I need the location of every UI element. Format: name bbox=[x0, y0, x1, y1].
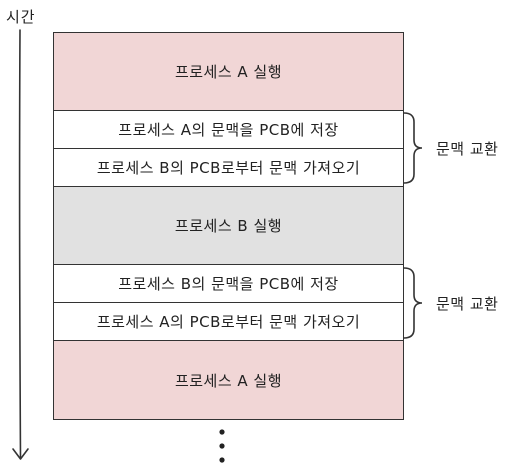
brace-icon bbox=[403, 112, 423, 184]
load-context-b-block: 프로세스 B의 PCB로부터 문맥 가져오기 bbox=[54, 149, 403, 187]
block-label: 프로세스 A의 PCB로부터 문맥 가져오기 bbox=[96, 313, 361, 331]
context-switch-brace-2: 문맥 교환 bbox=[402, 265, 508, 341]
brace-label: 문맥 교환 bbox=[436, 295, 499, 313]
brace-icon bbox=[403, 267, 423, 339]
process-timeline: 프로세스 A 실행 프로세스 A의 문맥을 PCB에 저장 프로세스 B의 PC… bbox=[53, 32, 404, 420]
context-switch-brace-1: 문맥 교환 bbox=[402, 110, 508, 186]
save-context-b-block: 프로세스 B의 문맥을 PCB에 저장 bbox=[54, 265, 403, 303]
block-label: 프로세스 B 실행 bbox=[174, 217, 283, 235]
block-label: 프로세스 A 실행 bbox=[174, 63, 283, 81]
block-label: 프로세스 B의 PCB로부터 문맥 가져오기 bbox=[96, 159, 361, 177]
time-arrow bbox=[12, 29, 29, 460]
block-label: 프로세스 A 실행 bbox=[174, 371, 283, 390]
block-label: 프로세스 B의 문맥을 PCB에 저장 bbox=[118, 275, 339, 293]
process-b-exec-block: 프로세스 B 실행 bbox=[54, 187, 403, 265]
ellipsis-icon bbox=[219, 429, 225, 463]
process-a-exec-block: 프로세스 A 실행 bbox=[54, 33, 403, 111]
block-label: 프로세스 A의 문맥을 PCB에 저장 bbox=[118, 121, 339, 139]
save-context-a-block: 프로세스 A의 문맥을 PCB에 저장 bbox=[54, 111, 403, 149]
process-a-exec-block: 프로세스 A 실행 bbox=[54, 341, 403, 419]
brace-label: 문맥 교환 bbox=[436, 140, 499, 158]
time-label: 시간 bbox=[6, 8, 36, 26]
load-context-a-block: 프로세스 A의 PCB로부터 문맥 가져오기 bbox=[54, 303, 403, 341]
